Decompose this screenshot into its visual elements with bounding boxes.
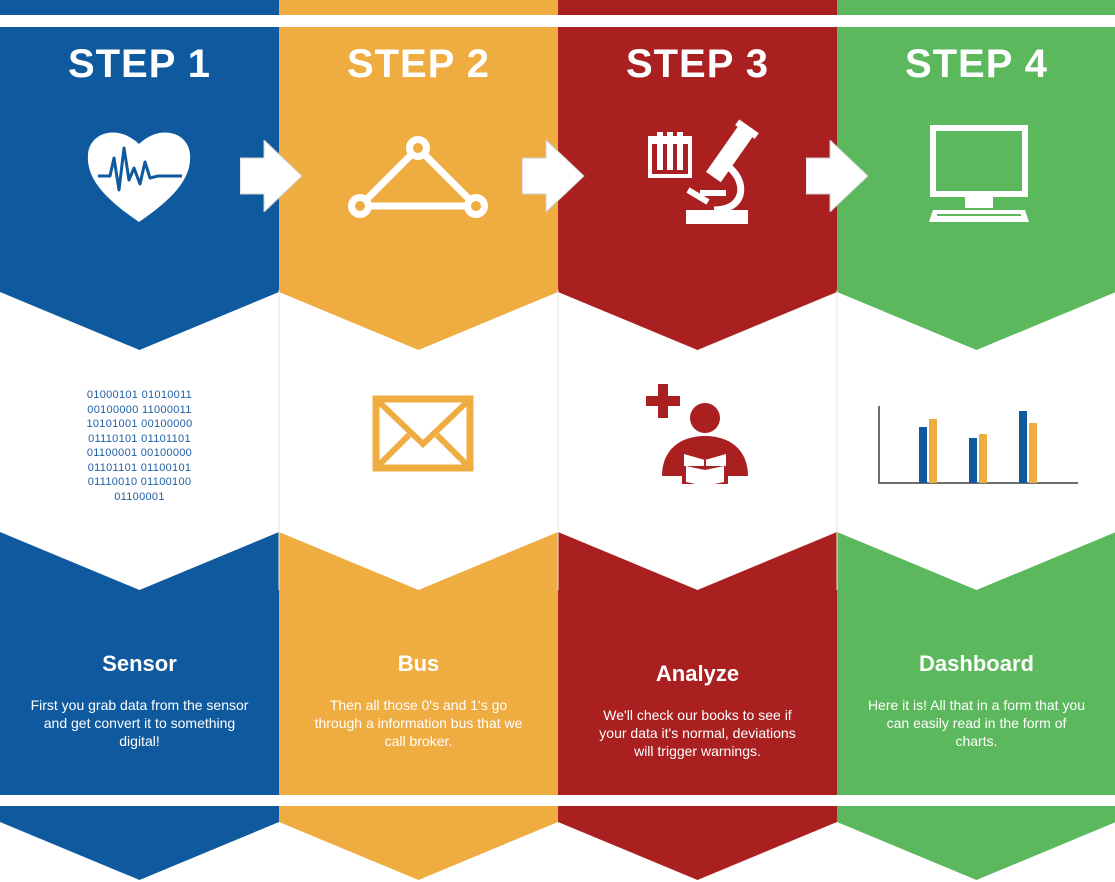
arrow-right-icon [522,140,585,212]
top-strip [279,0,558,15]
top-strip [837,0,1115,15]
binary-line: 01110010 01100100 [87,476,192,488]
top-strip [0,0,279,15]
top-strip [558,0,837,15]
step-2-column: STEP 2 Bus Then all those 0's and 1's go… [279,0,558,882]
monitor-icon [929,125,1029,222]
lower-banner [279,532,558,795]
step-2-title: STEP 2 [346,42,491,86]
lower-banner [558,532,837,795]
bottom-chevron [0,806,279,880]
step-3-column: STEP 3 Analyze We'll check our books to … [558,0,837,882]
binary-line: 01100001 [114,490,165,503]
step-1-name: Sensor [102,651,177,676]
step-4-title: STEP 4 [904,42,1049,86]
step-1-column: STEP 1 01000101 01010011 00100000 110000… [0,0,279,882]
step-2-description: Then all those 0's and 1's go through a … [314,697,523,749]
top-banner [279,27,558,350]
envelope-icon [372,395,474,472]
step-1-title: STEP 1 [67,42,212,86]
bottom-chevron [558,806,837,880]
lower-banner [0,532,279,795]
network-triangle-icon [348,136,488,218]
step-4-column: STEP 4 Dashboard Here it is! All that in… [837,0,1115,882]
step-4-name: Dashboard [919,651,1034,676]
binary-line: 01101101 01100101 [87,461,192,474]
lower-banner [837,532,1115,795]
bottom-chevron [279,806,558,880]
binary-line: 01100001 00100000 [86,447,193,459]
bar-chart-icon [878,406,1078,484]
arrow-right-icon [806,140,869,212]
top-banner [837,27,1115,350]
step-2-name: Bus [397,651,440,676]
step-3-name: Analyze [655,661,740,686]
step-3-description: We'll check our books to see if your dat… [599,707,796,759]
step-1-description: First you grab data from the sensor and … [30,697,249,749]
heart-pulse-icon [87,132,191,222]
doctor-reading-icon [646,384,748,486]
top-banner [558,27,837,350]
binary-line: 10101001 00100000 [86,418,193,430]
binary-line: 01000101 01010011 [86,389,193,401]
arrow-right-icon [240,140,303,212]
binary-line: 01110101 01101101 [88,432,191,445]
binary-line: 00100000 11000011 [87,403,192,416]
step-4-description: Here it is! All that in a form that you … [867,697,1086,749]
bottom-chevron [837,806,1115,880]
step-3-title: STEP 3 [625,42,770,86]
binary-data-block: 01000101 01010011 00100000 11000011 1010… [0,388,279,504]
lab-microscope-icon [648,119,759,224]
